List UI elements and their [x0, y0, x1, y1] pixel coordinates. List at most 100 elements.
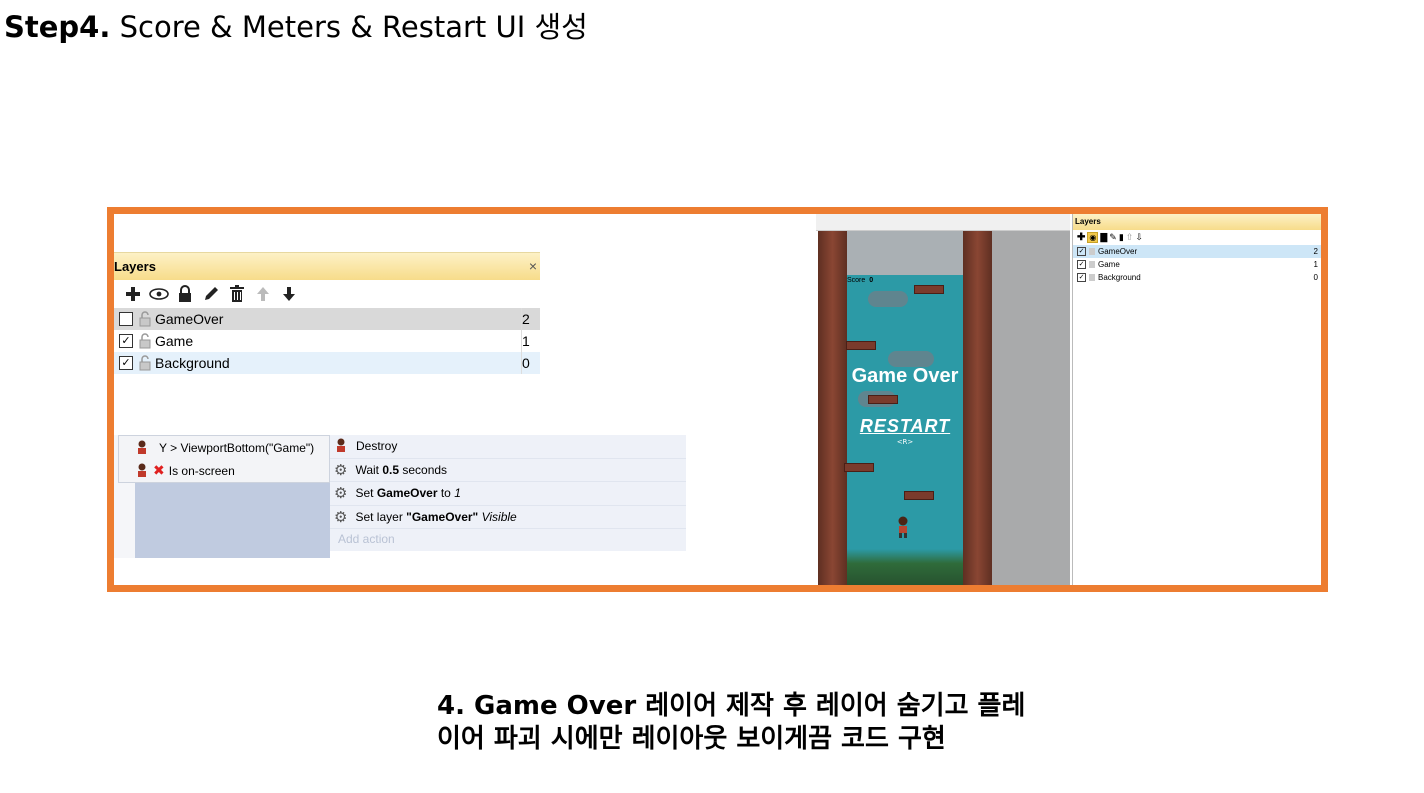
- layers-panel-title: Layers: [114, 259, 156, 274]
- action-text: Destroy: [356, 439, 398, 454]
- mini-layer-row-game[interactable]: ✓ Game 1: [1073, 258, 1321, 271]
- step-description: Score & Meters & Restart UI 생성: [119, 10, 588, 44]
- restart-key-hint: <R>: [896, 438, 914, 446]
- event-sheet: Y > ViewportBottom("Game") ✖ Is on-scree…: [114, 435, 686, 558]
- layer-row-background[interactable]: ✓ Background 0: [114, 352, 540, 374]
- layer-index: 1: [1313, 260, 1318, 269]
- unlock-icon: [139, 333, 151, 349]
- player-sprite-icon: [138, 440, 146, 454]
- layer-name: GameOver: [1098, 247, 1138, 256]
- layer-index: 0: [521, 352, 541, 374]
- cloud: [868, 291, 908, 307]
- page-title: Step4. Score & Meters & Restart UI 생성: [4, 4, 588, 46]
- condition-row[interactable]: Y > ViewportBottom("Game"): [119, 436, 329, 459]
- actions-area: Destroy ⚙ Wait 0.5 seconds ⚙ Set GameOve…: [330, 435, 686, 551]
- condition-text: Y > ViewportBottom("Game"): [159, 440, 315, 455]
- visibility-checkbox[interactable]: ✓: [1077, 247, 1086, 256]
- layer-row-gameover[interactable]: GameOver 2: [114, 308, 540, 330]
- log-platform: [868, 395, 898, 404]
- action-row[interactable]: ⚙ Set layer "GameOver" Visible: [330, 506, 686, 529]
- arrow-up-icon[interactable]: ⇧: [1125, 232, 1134, 242]
- layers-panel: Layers × GameOver 2 ✓ Game 1 ✓ Back: [114, 252, 540, 374]
- arrow-down-icon[interactable]: ⇩: [1135, 232, 1143, 242]
- condition-row[interactable]: ✖ Is on-screen: [119, 459, 329, 482]
- game-view[interactable]: Score 0 Game Over RESTART <R>: [818, 231, 992, 585]
- gear-icon: ⚙: [334, 485, 348, 503]
- visibility-checkbox[interactable]: ✓: [1077, 273, 1086, 282]
- log-platform: [904, 491, 934, 500]
- pencil-icon[interactable]: ✎: [1109, 232, 1117, 242]
- grass: [847, 549, 963, 585]
- log-platform: [844, 463, 874, 472]
- add-icon[interactable]: [122, 283, 144, 305]
- layers-panel-header: Layers ×: [114, 252, 540, 280]
- action-row[interactable]: Destroy: [330, 435, 686, 459]
- lock-icon[interactable]: [174, 283, 196, 305]
- mini-layer-row-gameover[interactable]: ✓ GameOver 2: [1073, 245, 1321, 258]
- visibility-checkbox[interactable]: [119, 312, 133, 326]
- mini-layers-toolbar: ✚ ◉ ▇ ✎ ▮ ⇧ ⇩: [1073, 230, 1321, 245]
- visibility-checkbox[interactable]: ✓: [1077, 260, 1086, 269]
- trash-icon[interactable]: [226, 283, 248, 305]
- step-label: Step4.: [4, 10, 111, 44]
- gear-icon: ⚙: [334, 508, 348, 526]
- visibility-checkbox[interactable]: ✓: [119, 334, 133, 348]
- mini-layers-header: Layers: [1073, 214, 1321, 230]
- layer-index: 1: [521, 330, 541, 352]
- condition-text: Is on-screen: [168, 463, 235, 478]
- close-icon[interactable]: ×: [528, 258, 538, 274]
- unlock-icon: [1089, 248, 1095, 255]
- player-sprite-icon: [337, 438, 345, 453]
- add-action-link[interactable]: Add action: [338, 532, 395, 546]
- player-sprite-icon: [138, 463, 146, 477]
- layer-row-game[interactable]: ✓ Game 1: [114, 330, 540, 352]
- unlock-icon: [139, 311, 151, 327]
- unlock-icon: [1089, 274, 1095, 281]
- game-over-text: Game Over: [851, 365, 959, 387]
- log-platform: [914, 285, 944, 294]
- eye-icon[interactable]: [148, 283, 170, 305]
- unlock-icon: [1089, 261, 1095, 268]
- caption: 4. Game Over 레이어 제작 후 레이어 숨기고 플레 이어 파괴 시…: [437, 690, 1025, 756]
- game-view-top-bar: [816, 214, 1070, 231]
- caption-line: 4. Game Over 레이어 제작 후 레이어 숨기고 플레: [437, 691, 1026, 721]
- add-icon[interactable]: ✚: [1077, 232, 1086, 243]
- arrow-down-icon[interactable]: [278, 283, 300, 305]
- cloud: [888, 351, 934, 367]
- layer-index: 0: [1313, 273, 1318, 282]
- lock-icon[interactable]: ▇: [1100, 232, 1108, 242]
- tree-trunk-right: [963, 231, 992, 585]
- tree-trunk-left: [818, 231, 847, 585]
- screenshot-frame: Layers × GameOver 2 ✓ Game 1 ✓ Back: [107, 207, 1328, 592]
- action-text: Set GameOver to 1: [355, 486, 461, 501]
- layer-index: 2: [521, 308, 541, 330]
- player-character: [898, 516, 908, 538]
- caption-line: 이어 파괴 시에만 레이아웃 보이게끔 코드 구현: [437, 724, 946, 754]
- mini-layers-panel: Layers ✚ ◉ ▇ ✎ ▮ ⇧ ⇩ ✓ GameOver 2 ✓ Game…: [1072, 214, 1321, 585]
- action-row[interactable]: ⚙ Set GameOver to 1: [330, 482, 686, 506]
- mini-layer-row-background[interactable]: ✓ Background 0: [1073, 271, 1321, 284]
- trash-icon[interactable]: ▮: [1118, 232, 1124, 242]
- score-display: Score 0: [847, 277, 874, 284]
- unlock-icon: [139, 355, 151, 371]
- invert-x-icon: ✖: [153, 462, 165, 478]
- layer-name: Background: [155, 355, 230, 371]
- arrow-up-icon[interactable]: [252, 283, 274, 305]
- log-platform: [846, 341, 876, 350]
- action-row[interactable]: ⚙ Wait 0.5 seconds: [330, 459, 686, 482]
- action-text: Wait 0.5 seconds: [355, 462, 448, 477]
- restart-button[interactable]: RESTART: [859, 416, 951, 436]
- layer-name: Background: [1098, 273, 1141, 282]
- eye-icon[interactable]: ◉: [1087, 232, 1099, 243]
- action-text: Set layer "GameOver" Visible: [355, 509, 517, 524]
- layers-toolbar: [114, 280, 540, 308]
- conditions-block[interactable]: Y > ViewportBottom("Game") ✖ Is on-scree…: [118, 435, 330, 483]
- pencil-icon[interactable]: [200, 283, 222, 305]
- visibility-checkbox[interactable]: ✓: [119, 356, 133, 370]
- game-view-side-area: [992, 231, 1070, 585]
- layer-index: 2: [1313, 247, 1318, 256]
- layer-name: GameOver: [155, 311, 224, 327]
- layer-name: Game: [155, 333, 194, 349]
- gear-icon: ⚙: [334, 461, 348, 479]
- layer-name: Game: [1098, 260, 1120, 269]
